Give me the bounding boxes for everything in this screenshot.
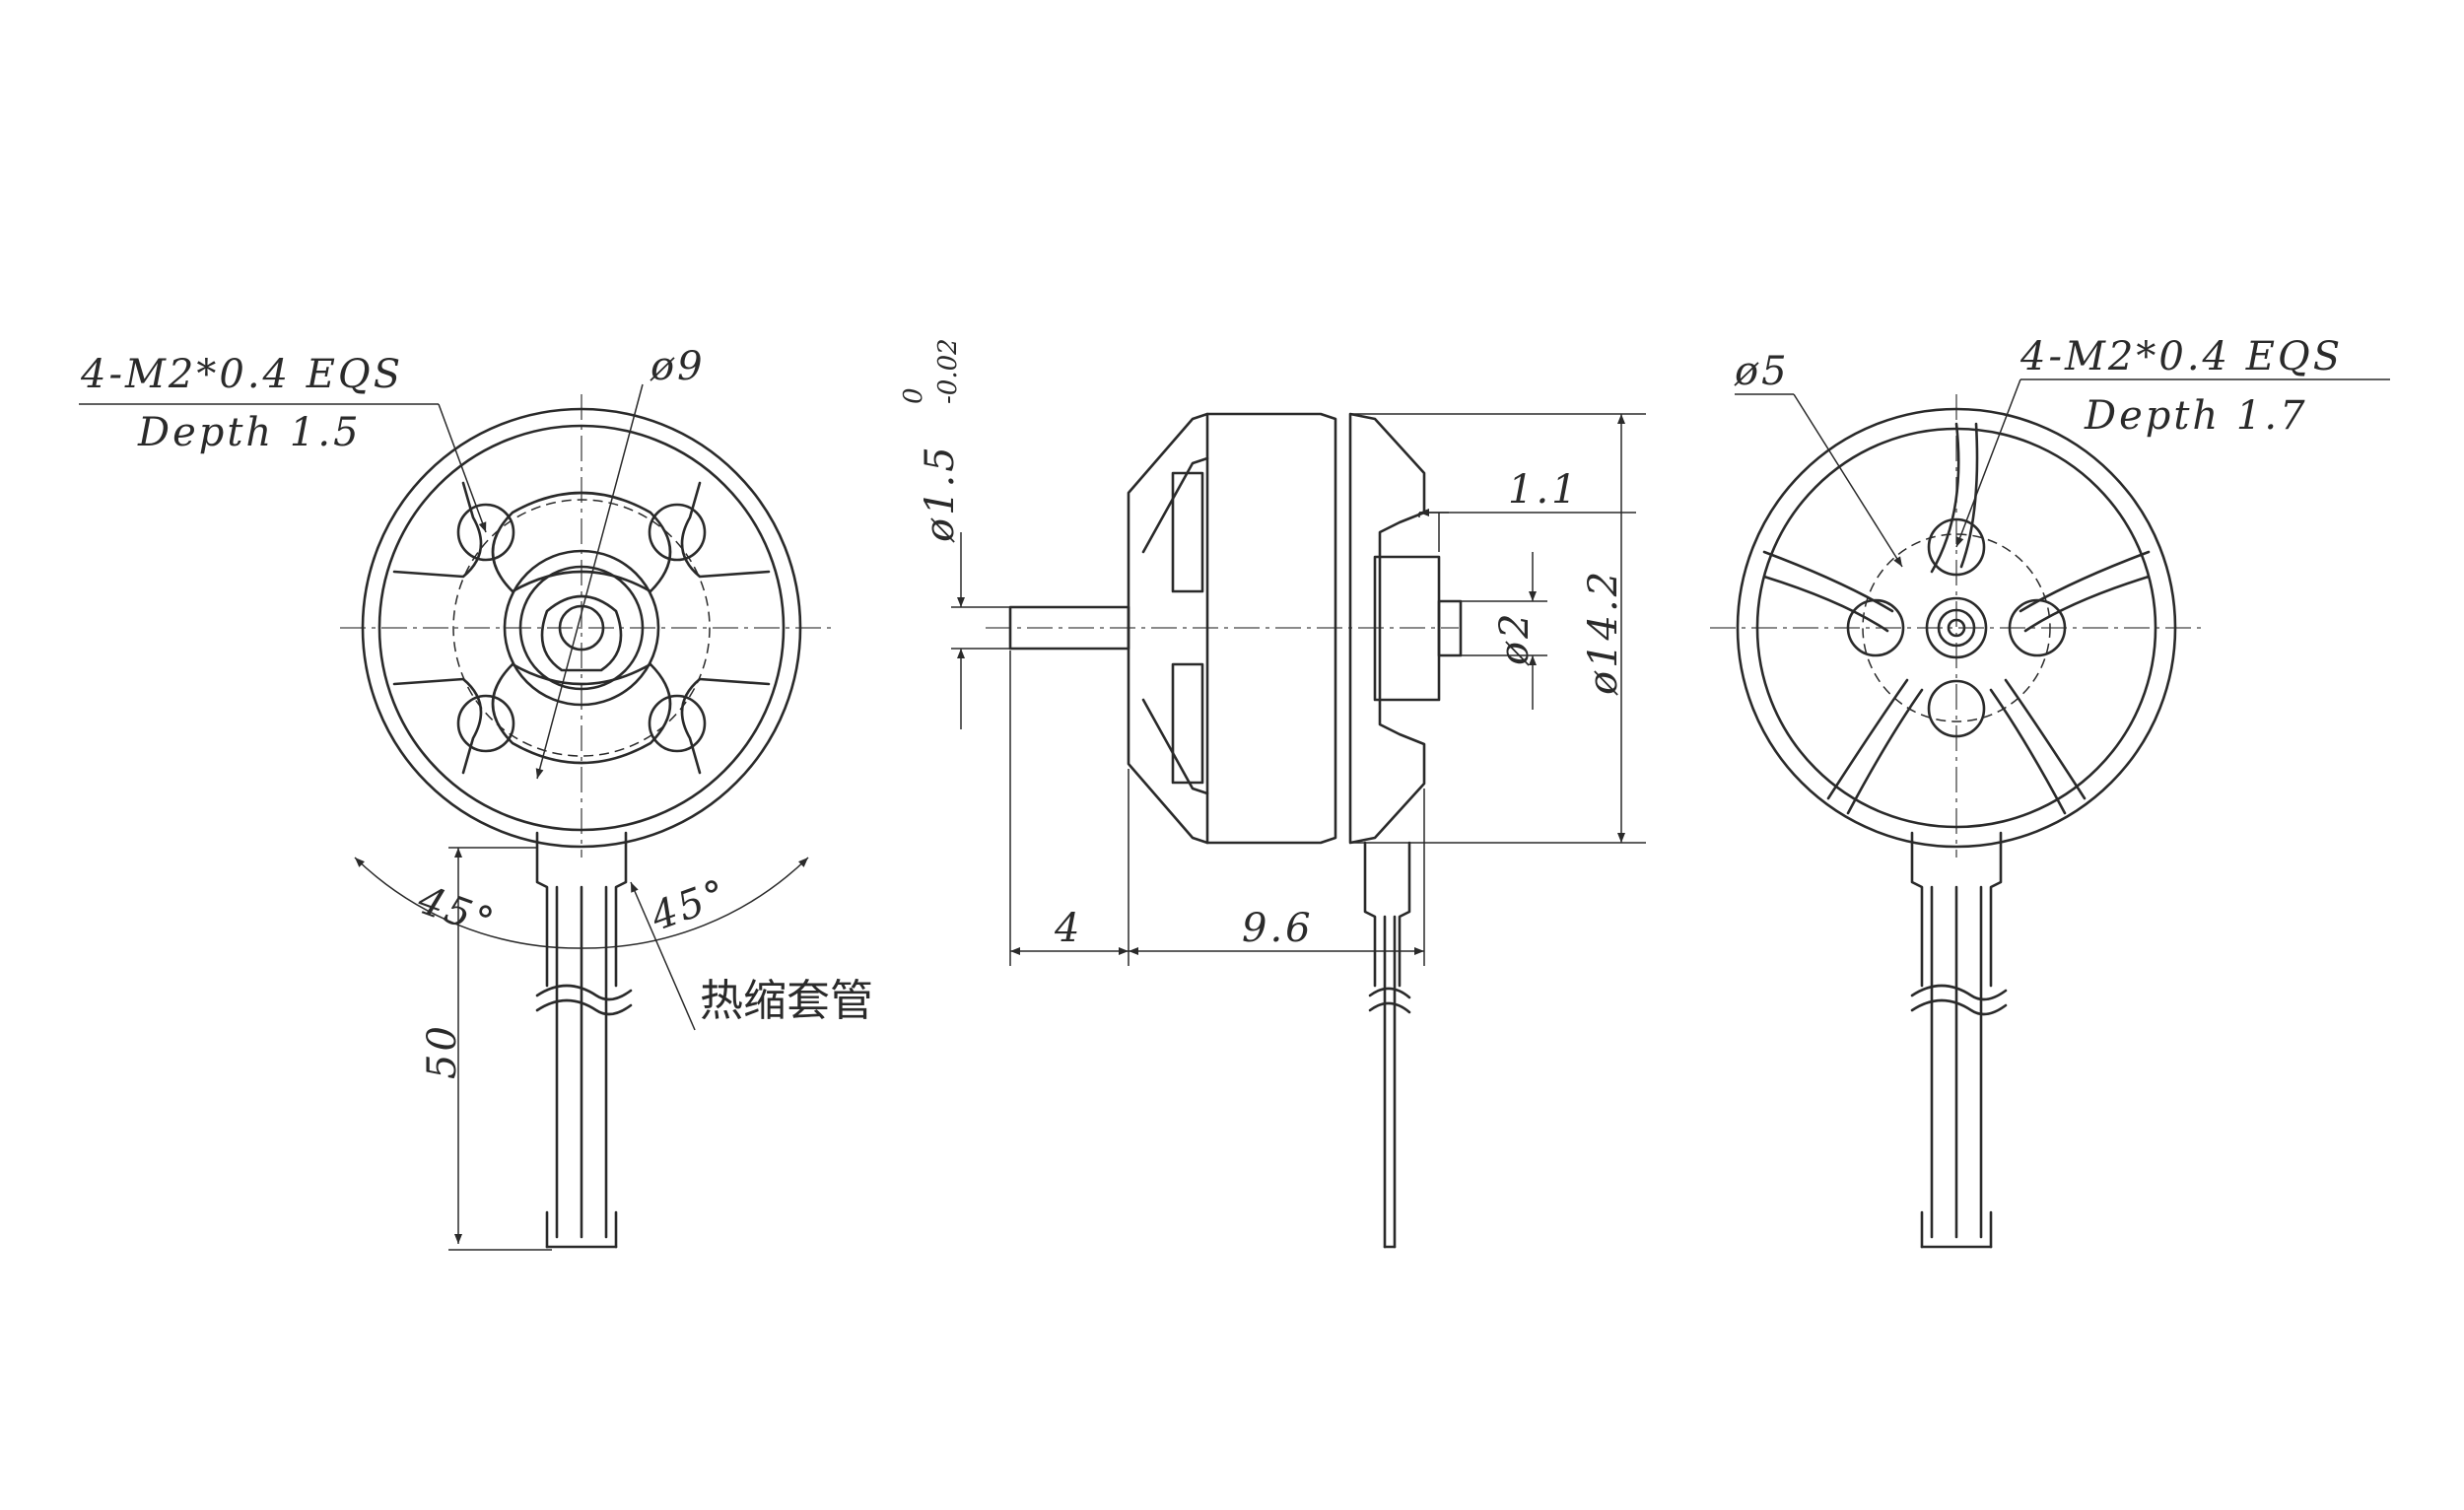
rear-mount-hole-bottom xyxy=(1927,679,1986,738)
side-base-offset: 1.1 xyxy=(1508,467,1580,513)
rear-lead-sleeve xyxy=(1910,831,2003,988)
side-lead-sleeve xyxy=(1363,841,1411,988)
side-stator-base xyxy=(1348,412,1426,845)
rear-spoke-right xyxy=(2019,550,2151,633)
heat-shrink-label: 热缩套管 xyxy=(700,976,873,1026)
front-thread-leader xyxy=(438,403,487,533)
side-view: ø1.5 0 -0.02 1.1 ø2 ø14.2 4 9.6 xyxy=(899,338,1646,1249)
rear-view: ø5 4-M2*0.4 EQS Depth 1.7 xyxy=(1710,334,2390,1249)
side-rotor-bell xyxy=(1127,412,1337,845)
front-hole-circle-diameter: ø9 xyxy=(650,344,706,389)
rear-wire-break xyxy=(1910,984,2008,1001)
side-boss-diameter: ø2 xyxy=(1492,610,1538,666)
side-shaft-length: 4 xyxy=(1054,906,1082,951)
front-angle-left: 45° xyxy=(411,877,502,947)
front-hub-outer xyxy=(503,549,660,707)
side-shaft-tol-lower: -0.02 xyxy=(933,338,963,404)
front-mount-hole-circle xyxy=(452,499,711,757)
rear-mount-hole-right xyxy=(2008,598,2067,657)
rear-bearing-outer xyxy=(1925,596,1988,659)
rear-outer-rim xyxy=(1736,407,2177,849)
rear-spoke-top xyxy=(1930,422,1979,574)
front-mount-hole-1 xyxy=(456,503,515,562)
front-lead-length: 50 xyxy=(420,1023,465,1079)
front-thread-spec: 4-M2*0.4 EQS xyxy=(80,352,403,397)
rear-spoke-lower-left xyxy=(1826,678,1924,815)
front-wire-break xyxy=(535,984,633,1001)
front-lead-sleeve xyxy=(535,831,628,988)
side-motor-diameter: ø14.2 xyxy=(1581,569,1626,696)
front-mount-hole-4 xyxy=(648,694,707,753)
heat-shrink-leader xyxy=(630,881,696,1031)
rear-mount-hole-circle xyxy=(1862,533,2051,722)
rear-thread-leader xyxy=(1955,378,2021,548)
rear-spoke-left xyxy=(1762,550,1894,633)
side-shaft-tol-upper: 0 xyxy=(899,387,928,404)
rear-thread-depth: Depth 1.7 xyxy=(2084,393,2308,439)
front-angle-arc-right xyxy=(581,857,809,949)
front-hub-inner xyxy=(518,565,645,691)
rear-bearing-inner xyxy=(1937,608,1976,648)
front-inner-rim xyxy=(377,424,786,832)
front-wire-break-2 xyxy=(535,998,633,1016)
rear-hole-circle-diameter: ø5 xyxy=(1734,349,1790,394)
front-hole-circle-leader xyxy=(535,383,644,780)
front-view: 4-M2*0.4 EQS Depth 1.5 ø9 45° 45° 50 热缩套… xyxy=(79,344,873,1251)
rear-thread-spec: 4-M2*0.4 EQS xyxy=(2019,334,2343,379)
side-base-bearing xyxy=(1437,599,1463,657)
front-mount-hole-3 xyxy=(456,694,515,753)
front-thread-depth: Depth 1.5 xyxy=(137,410,362,455)
side-bell-lower-slot xyxy=(1171,662,1204,785)
rear-mount-hole-top xyxy=(1927,517,1986,577)
front-mount-hole-2 xyxy=(648,503,707,562)
front-outer-rim xyxy=(361,407,802,849)
front-shaft xyxy=(558,604,605,652)
front-shaft-key xyxy=(540,594,623,672)
side-body-length: 9.6 xyxy=(1242,906,1314,951)
side-wire-break xyxy=(1368,987,1411,999)
rear-mount-hole-left xyxy=(1846,598,1905,657)
rear-shaft-end xyxy=(1947,618,1966,638)
side-bell-windows xyxy=(1141,456,1209,795)
front-window-upper-left xyxy=(392,481,483,579)
side-bell-upper-slot xyxy=(1171,471,1204,593)
side-shaft-diameter: ø1.5 xyxy=(918,444,963,543)
rear-spoke-lower-right xyxy=(1989,678,2087,815)
rear-hole-circle-leader xyxy=(1793,393,1903,568)
